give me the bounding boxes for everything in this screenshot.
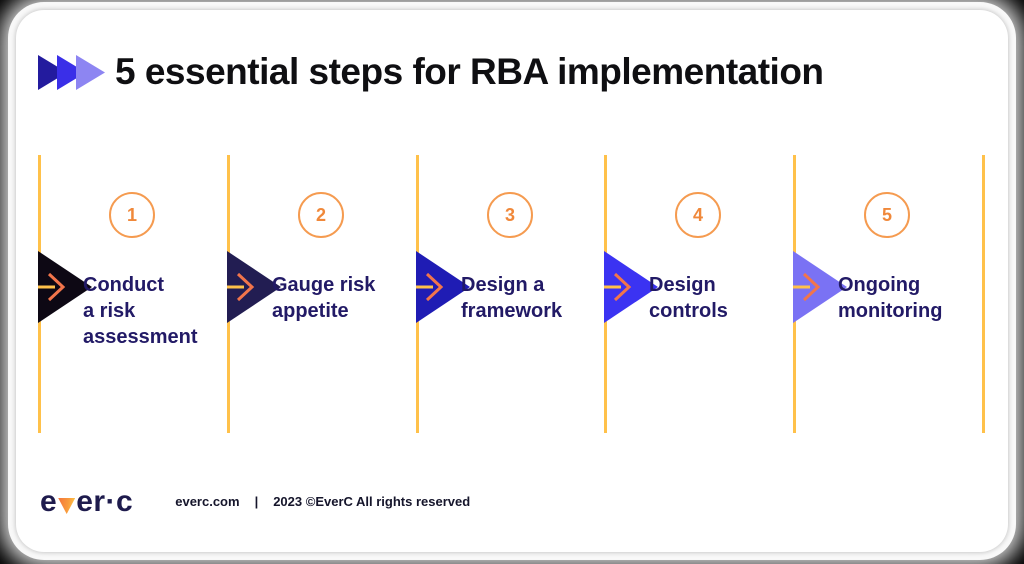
arrow-right-icon bbox=[604, 272, 632, 302]
chevron-icon bbox=[76, 55, 105, 90]
step-number-badge: 5 bbox=[864, 192, 910, 238]
step-label: Design a framework bbox=[461, 274, 563, 322]
step-number-badge: 4 bbox=[675, 192, 721, 238]
step-column-3: 3 Design a framework bbox=[416, 150, 604, 450]
step-column-2: 2 Gauge risk appetite bbox=[227, 150, 415, 450]
arrow-right-icon bbox=[227, 272, 255, 302]
footer-separator: | bbox=[254, 493, 259, 509]
logo-v-icon bbox=[58, 498, 76, 514]
step-number-badge: 3 bbox=[487, 192, 533, 238]
step-column-5: 5 Ongoing monitoring bbox=[793, 150, 981, 450]
arrow-right-icon bbox=[793, 272, 821, 302]
infographic-card: 5 essential steps for RBA implementation… bbox=[16, 10, 1008, 552]
step-label: Gauge risk appetite bbox=[272, 274, 376, 322]
copyright-text: 2023 ©EverC All rights reserved bbox=[273, 493, 471, 509]
everc-logo: e er·c bbox=[40, 487, 133, 517]
arrow-right-icon bbox=[38, 272, 66, 302]
step-label: Conduct a risk assessment bbox=[83, 274, 198, 348]
timeline-rail bbox=[982, 155, 985, 433]
step-number-badge: 2 bbox=[298, 192, 344, 238]
logo-text: e bbox=[40, 485, 58, 518]
step-column-1: 1 Conduct a risk assessment bbox=[38, 150, 226, 450]
website-text: everc.com bbox=[175, 493, 240, 509]
arrow-right-icon bbox=[416, 272, 444, 302]
logo-text: er·c bbox=[76, 485, 134, 518]
step-label: Design controls bbox=[649, 274, 728, 322]
step-column-4: 4 Design controls bbox=[604, 150, 792, 450]
step-number-badge: 1 bbox=[109, 192, 155, 238]
footer: e er·c everc.com | 2023 ©EverC All right… bbox=[40, 484, 470, 520]
page-title: 5 essential steps for RBA implementation bbox=[115, 51, 824, 92]
step-label: Ongoing monitoring bbox=[838, 274, 943, 322]
triple-chevron-icon bbox=[38, 55, 110, 91]
